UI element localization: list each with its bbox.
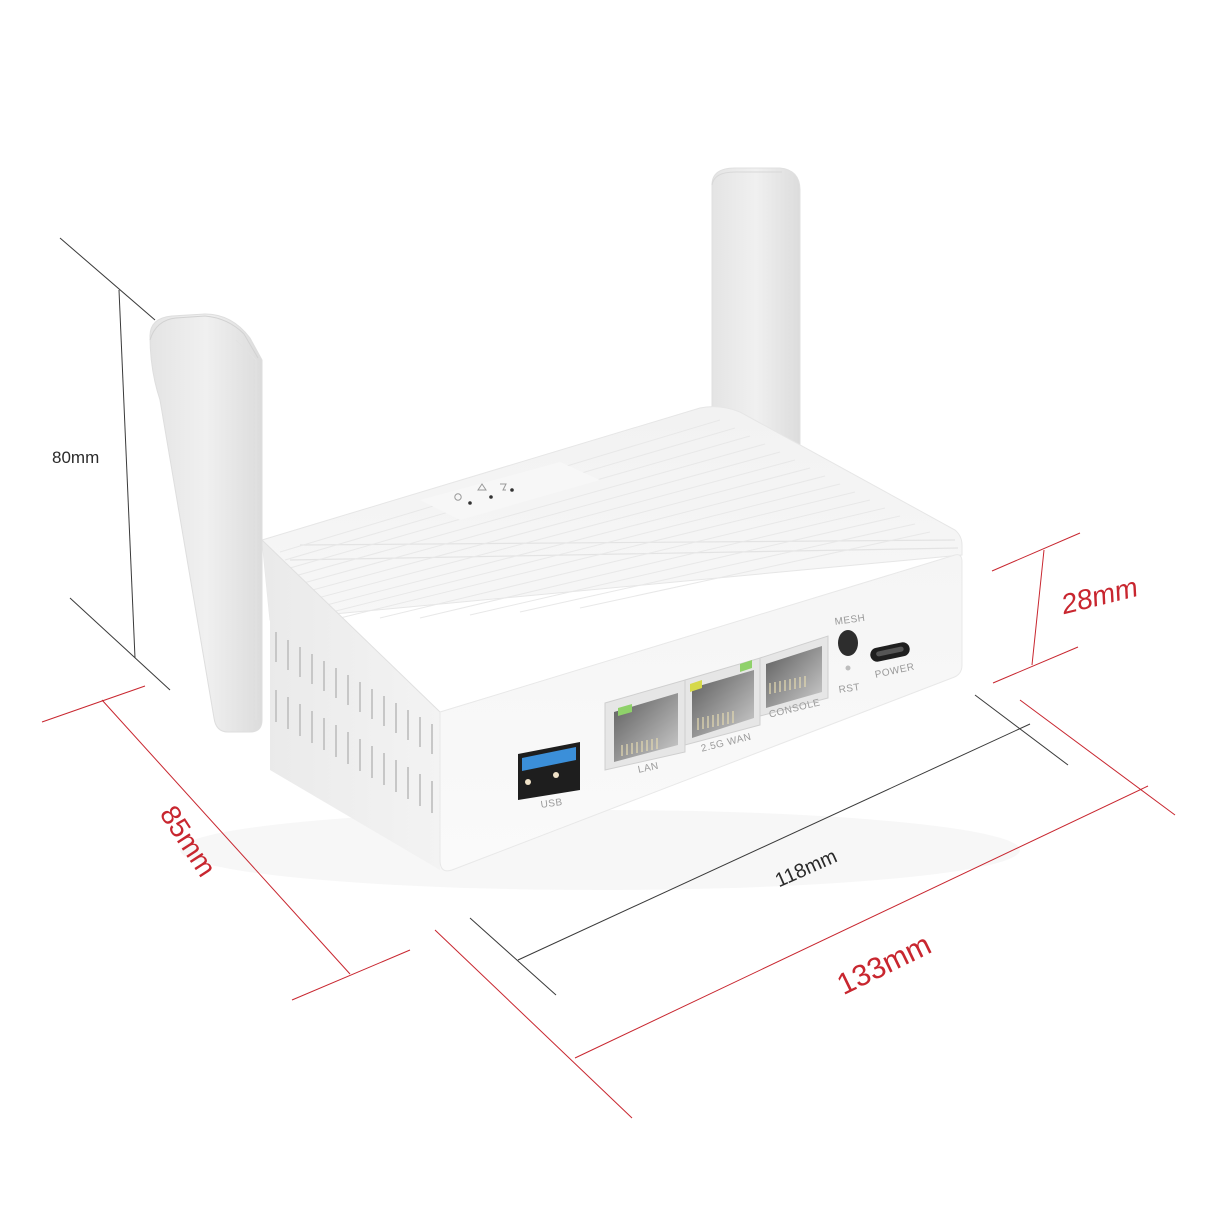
router-left-side bbox=[261, 539, 441, 870]
antenna-right bbox=[711, 167, 801, 471]
dimension-133mm-lines bbox=[434, 699, 1176, 1119]
usb-port bbox=[518, 742, 580, 800]
console-port bbox=[759, 635, 829, 717]
antenna-left bbox=[149, 313, 263, 733]
led-indicators bbox=[454, 483, 514, 505]
reset-hole bbox=[845, 665, 851, 671]
power-icon bbox=[454, 493, 462, 501]
dimension-80mm-lines bbox=[59, 237, 171, 691]
dimension-118mm-lines bbox=[469, 694, 1069, 996]
router-top bbox=[261, 406, 963, 621]
wan-port bbox=[684, 657, 761, 746]
dimension-28mm-lines bbox=[991, 532, 1081, 684]
dimension-height-label: 80mm bbox=[52, 448, 100, 467]
dimension-85mm-lines bbox=[41, 685, 411, 1001]
power-port bbox=[870, 642, 910, 662]
5g-icon bbox=[500, 483, 507, 491]
wifi-icon bbox=[477, 483, 487, 491]
mesh-button bbox=[838, 630, 858, 656]
lan-port bbox=[604, 679, 686, 771]
